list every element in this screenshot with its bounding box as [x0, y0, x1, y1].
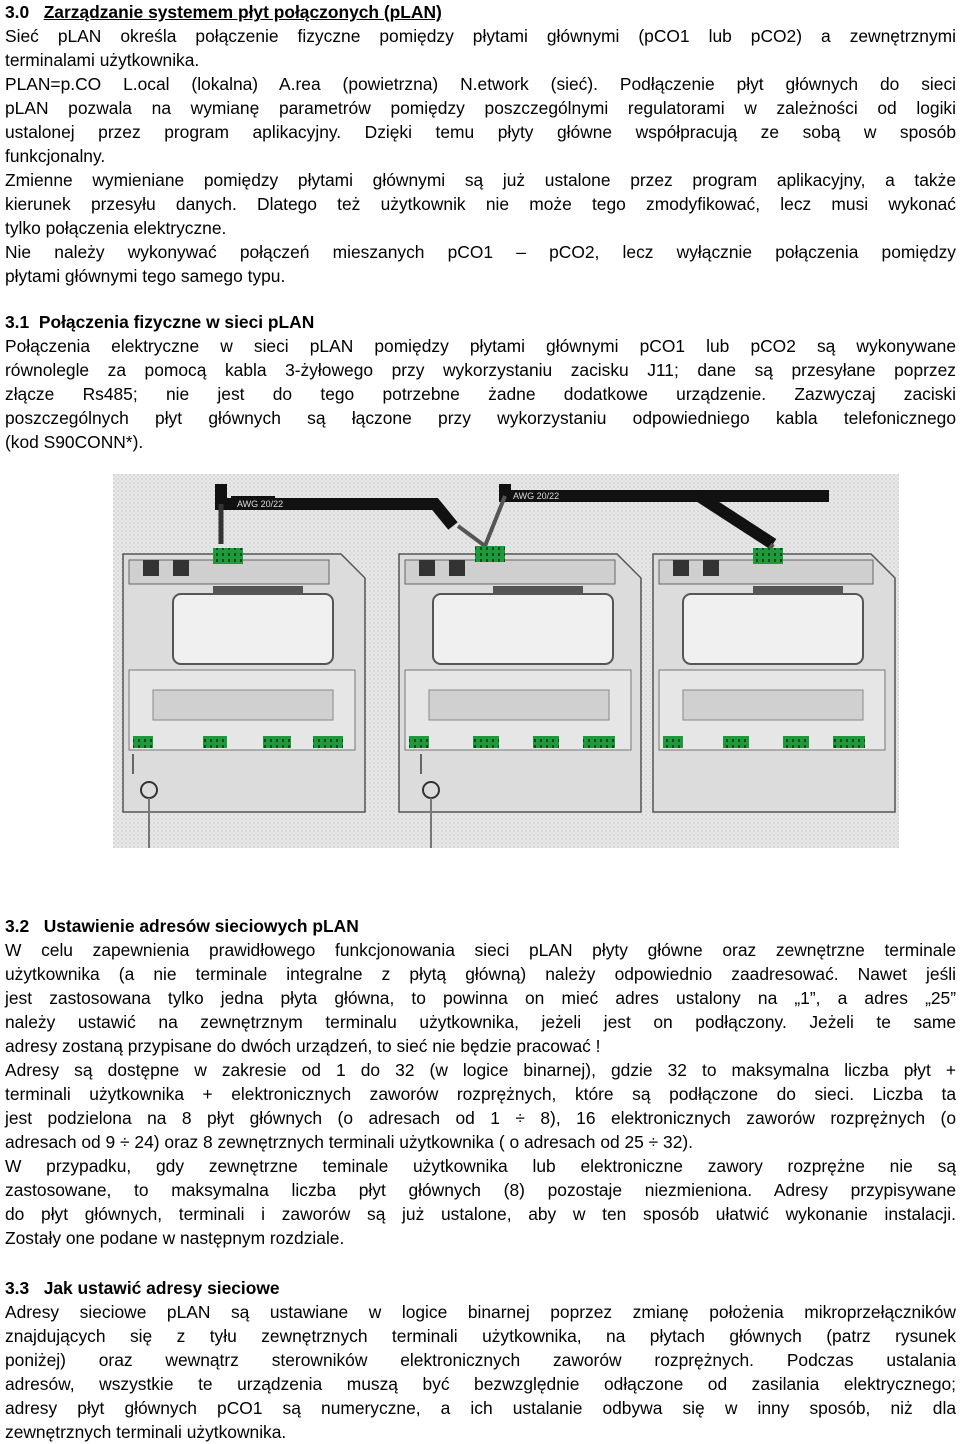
paragraph-line: Zmienne wymieniane pomiędzy płytami głów… — [5, 170, 956, 190]
heading-number: 3.1 — [5, 312, 30, 332]
paragraph-line: poniżej) oraz wewnątrz sterowników elekt… — [5, 1350, 956, 1370]
paragraph-line: terminali użytkownika + elektronicznych … — [5, 1084, 956, 1104]
paragraph-line: płytami głównymi tego samego typu. — [5, 266, 286, 286]
paragraph-line: pLAN pozwala na wymianę parametrów pomię… — [5, 98, 956, 118]
section-heading: 3.1 Połączenia fizyczne w sieci pLAN — [5, 310, 956, 334]
paragraph-line: (kod S90CONN*). — [5, 432, 144, 452]
heading-text: Zarządzanie systemem płyt połączonych (p… — [43, 2, 442, 22]
paragraph-line: znajdujących się z tyłu zewnętrznych ter… — [5, 1326, 956, 1346]
section-3-1: 3.1 Połączenia fizyczne w sieci pLAN Poł… — [5, 310, 956, 454]
paragraph-line: zewnętrznych terminali użytkownika. — [5, 1422, 287, 1442]
paragraph-line: do płyt głównych, terminali i zaworów są… — [5, 1204, 956, 1224]
heading-text: Ustawienie adresów sieciowych pLAN — [43, 916, 359, 936]
paragraph-line: Adresy są dostępne w zakresie od 1 do 32… — [5, 1060, 956, 1080]
board-2 — [398, 546, 642, 848]
paragraph-line: W przypadku, gdy zewnętrzne teminale uży… — [5, 1156, 956, 1176]
paragraph-line: funkcjonalny. — [5, 146, 106, 166]
section-heading: 3.2 Ustawienie adresów sieciowych pLAN — [5, 914, 956, 938]
paragraph-line: adresów, wszystkie te urządzenia muszą b… — [5, 1374, 956, 1394]
paragraph-line: użytkownika (a nie terminale integralne … — [5, 964, 956, 984]
cable-left — [215, 484, 458, 530]
section-heading: 3.3 Jak ustawić adresy sieciowe — [5, 1276, 956, 1300]
paragraph-line: Zostały one podane w następnym rozdziale… — [5, 1228, 345, 1248]
section-3-0: 3.0 Zarządzanie systemem płyt połączonyc… — [5, 0, 956, 288]
board-1 — [122, 548, 366, 848]
paragraph-line: Sieć pLAN określa połączenie fizyczne po… — [5, 26, 956, 46]
paragraph-line: tylko połączenia elektryczne. — [5, 218, 227, 238]
paragraph-line: adresach od 9 ÷ 24) oraz 8 zewnętrznych … — [5, 1132, 694, 1152]
paragraph-line: terminalami użytkownika. — [5, 50, 200, 70]
section-3-2: 3.2 Ustawienie adresów sieciowych pLAN W… — [5, 914, 956, 1250]
paragraph-line: W celu zapewnienia prawidłowego funkcjon… — [5, 940, 956, 960]
paragraph-line: jest zastosowana tylko jedna płyta główn… — [5, 988, 956, 1008]
plan-connection-figure: AWG 20/22 AWG 20/22 — [113, 474, 899, 848]
heading-number: 3.2 — [5, 916, 30, 936]
board-3 — [652, 548, 896, 813]
section-heading: 3.0 Zarządzanie systemem płyt połączonyc… — [5, 0, 956, 24]
paragraph-line: należy ustawić na zewnętrznym terminalu … — [5, 1012, 956, 1032]
paragraph-line: Adresy sieciowe pLAN są ustawiane w logi… — [5, 1302, 956, 1322]
heading-number: 3.0 — [5, 2, 30, 22]
heading-number: 3.3 — [5, 1278, 30, 1298]
paragraph-line: równolegle za pomocą kabla 3-żyłowego pr… — [5, 360, 956, 380]
section-3-3: 3.3 Jak ustawić adresy sieciowe Adresy s… — [5, 1276, 956, 1444]
paragraph-line: adresy zostaną przypisane do dwóch urząd… — [5, 1036, 601, 1056]
heading-text: Jak ustawić adresy sieciowe — [43, 1278, 280, 1298]
paragraph-line: złącze Rs485; nie jest do tego potrzebne… — [5, 384, 956, 404]
paragraph-line: poszczególnych płyt głównych są łączone … — [5, 408, 956, 428]
paragraph-line: PLAN=p.CO L.ocal (lokalna) A.rea (powiet… — [5, 74, 956, 94]
paragraph-line: jest podzielona na 8 płyt głównych (o ad… — [5, 1108, 956, 1128]
paragraph-line: Połączenia elektryczne w sieci pLAN pomi… — [5, 336, 956, 356]
paragraph-line: adresy płyt głównych pCO1 są numeryczne,… — [5, 1398, 956, 1418]
paragraph-line: zastosowane, to maksymalna liczba płyt g… — [5, 1180, 956, 1200]
paragraph-line: ustalonej przez program aplikacyjny. Dzi… — [5, 122, 956, 142]
cable-label-1: AWG 20/22 — [237, 499, 283, 509]
paragraph-line: Nie należy wykonywać połączeń mieszanych… — [5, 242, 956, 262]
heading-text: Połączenia fizyczne w sieci pLAN — [38, 312, 315, 332]
cable-right — [499, 484, 777, 550]
cable-label-2: AWG 20/22 — [513, 491, 559, 501]
paragraph-line: kierunek przesyłu danych. Dlatego też uż… — [5, 194, 956, 214]
